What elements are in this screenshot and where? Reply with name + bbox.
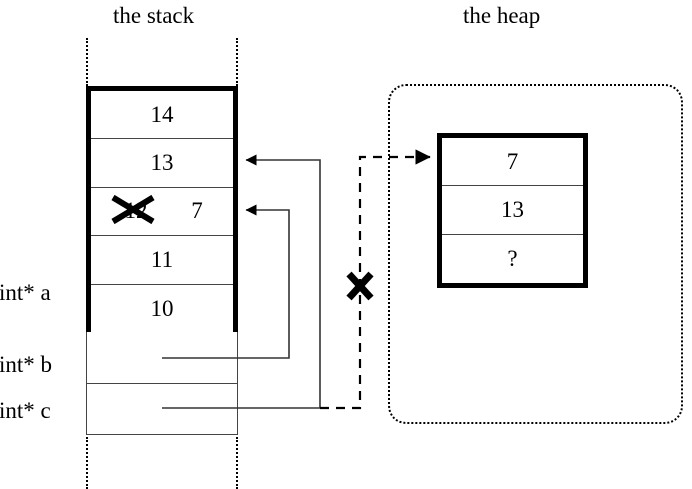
heap-cell-value: 13 bbox=[501, 196, 524, 222]
heap-title: the heap bbox=[463, 3, 541, 28]
variable-label-c: int* c bbox=[0, 398, 51, 423]
stack-guide-top-right bbox=[236, 38, 238, 86]
stack-cell-modified: 12 7 bbox=[91, 187, 233, 237]
stack-cell: 14 bbox=[91, 91, 233, 140]
stack-cell: 11 bbox=[91, 236, 233, 285]
stack-title: the stack bbox=[113, 3, 195, 28]
stack-cell: 13 bbox=[91, 139, 233, 188]
stack-variable-slot-c bbox=[87, 384, 237, 434]
heap-array-block: 7 13 ? bbox=[437, 133, 588, 288]
stack-cell-old-value: 12 bbox=[124, 198, 148, 224]
stack-variable-block bbox=[86, 332, 238, 435]
stack-guide-top-left bbox=[86, 38, 88, 86]
heap-cell: 7 bbox=[442, 138, 583, 187]
heap-cell: 13 bbox=[442, 186, 583, 235]
stack-cell-new-value: 7 bbox=[191, 198, 203, 224]
x-invalidated-icon bbox=[346, 271, 374, 301]
variable-label-a: int* a bbox=[0, 280, 51, 305]
stack-cell-value: 11 bbox=[150, 246, 174, 272]
stack-guide-bottom-right bbox=[236, 437, 238, 489]
heap-cell: ? bbox=[442, 234, 583, 283]
variable-label-b: int* b bbox=[0, 352, 53, 377]
stack-cell-value: 10 bbox=[150, 295, 174, 321]
stack-guide-bottom-left bbox=[86, 437, 88, 489]
heap-cell-value: ? bbox=[507, 245, 518, 271]
stack-cell-value: 13 bbox=[150, 150, 174, 176]
stack-array-block: 14 13 12 7 11 10 bbox=[86, 86, 238, 333]
heap-cell-value: 7 bbox=[506, 148, 519, 174]
stack-variable-slot-b bbox=[87, 332, 237, 384]
stack-cell: 10 bbox=[91, 284, 233, 333]
stack-cell-value: 14 bbox=[150, 101, 174, 127]
